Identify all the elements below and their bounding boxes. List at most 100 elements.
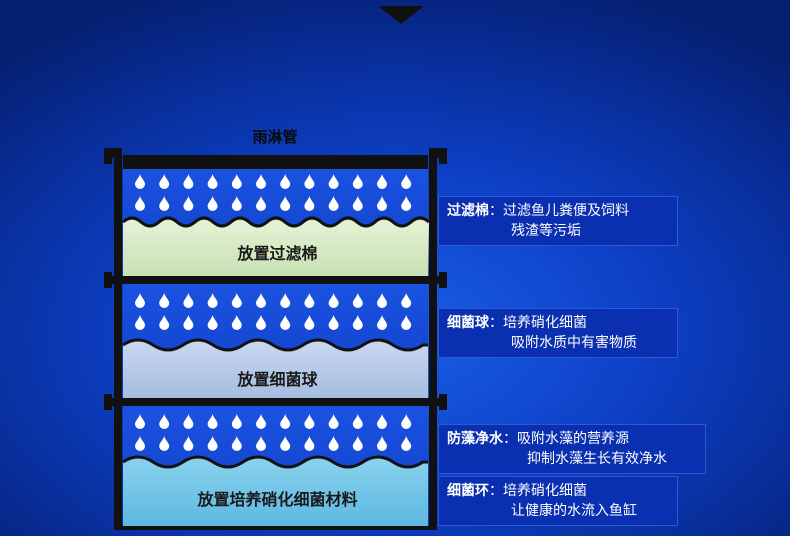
desc-sep: ： bbox=[489, 315, 503, 331]
droplet-icon bbox=[280, 436, 291, 452]
droplet-icon bbox=[183, 293, 194, 308]
droplet-icon bbox=[401, 315, 412, 330]
droplet-icon bbox=[183, 436, 194, 452]
desc-line1: 培养硝化细菌 bbox=[503, 483, 587, 499]
droplet-icon bbox=[231, 174, 242, 189]
droplet-icon bbox=[256, 174, 266, 189]
droplet-icon bbox=[377, 293, 387, 308]
water-droplets bbox=[135, 414, 412, 452]
down-arrow-icon bbox=[378, 6, 424, 24]
droplet-icon bbox=[377, 196, 387, 211]
droplet-icon bbox=[183, 174, 194, 189]
droplet-icon bbox=[231, 196, 242, 211]
droplet-icon bbox=[352, 436, 363, 452]
droplet-icon bbox=[280, 174, 291, 189]
droplet-icon bbox=[159, 414, 170, 429]
rain-pipe-label: 雨淋管 bbox=[252, 128, 298, 146]
droplet-icon bbox=[377, 174, 387, 189]
tier-3-nitrifying-media bbox=[122, 406, 428, 526]
desc-line2: 吸附水质中有害物质 bbox=[511, 335, 637, 351]
droplet-icon bbox=[159, 174, 170, 189]
droplet-icon bbox=[328, 414, 339, 429]
droplet-icon bbox=[159, 196, 170, 211]
droplet-icon bbox=[256, 196, 266, 211]
droplet-icon bbox=[328, 196, 339, 211]
description-filter-cotton: 过滤棉：过滤鱼儿粪便及饲料 残渣等污垢 bbox=[438, 196, 678, 246]
droplet-icon bbox=[207, 174, 218, 189]
droplet-icon bbox=[207, 196, 218, 211]
tier-1-label: 放置过滤棉 bbox=[237, 244, 318, 263]
droplet-icon bbox=[304, 414, 315, 429]
tier-1-filter-cotton bbox=[122, 169, 430, 277]
desc-line1: 过滤鱼儿粪便及饲料 bbox=[503, 203, 629, 219]
desc-line2: 让健康的水流入鱼缸 bbox=[511, 503, 637, 519]
droplet-icon bbox=[352, 293, 363, 308]
droplet-icon bbox=[401, 293, 412, 308]
desc-sep: ： bbox=[489, 483, 503, 499]
droplet-icon bbox=[328, 293, 339, 308]
rain-pipe-bar bbox=[123, 155, 428, 169]
desc-name: 细菌球 bbox=[447, 315, 489, 331]
droplet-icon bbox=[183, 414, 194, 429]
droplet-icon bbox=[256, 414, 266, 429]
water-droplets bbox=[135, 174, 412, 211]
droplet-icon bbox=[280, 293, 291, 308]
desc-line1: 吸附水藻的营养源 bbox=[517, 431, 629, 447]
desc-sep: ： bbox=[489, 203, 503, 219]
droplet-icon bbox=[304, 293, 315, 308]
desc-line2: 抑制水藻生长有效净水 bbox=[527, 451, 667, 467]
droplet-icon bbox=[401, 196, 412, 211]
tier-3-label: 放置培养硝化细菌材料 bbox=[197, 490, 358, 509]
droplet-icon bbox=[328, 436, 339, 452]
droplet-icon bbox=[304, 315, 315, 330]
droplet-icon bbox=[377, 414, 387, 429]
droplet-icon bbox=[135, 315, 145, 330]
droplet-icon bbox=[135, 196, 145, 211]
tier-2-bacteria-ball bbox=[122, 283, 428, 398]
droplet-icon bbox=[401, 414, 412, 429]
droplet-icon bbox=[304, 174, 315, 189]
filter-frame bbox=[104, 148, 447, 530]
description-bacteria-ring: 细菌环：培养硝化细菌 让健康的水流入鱼缸 bbox=[438, 476, 678, 526]
droplet-icon bbox=[135, 174, 145, 189]
droplet-icon bbox=[352, 414, 363, 429]
droplet-icon bbox=[183, 315, 194, 330]
droplet-icon bbox=[328, 174, 339, 189]
droplet-icon bbox=[401, 174, 412, 189]
droplet-icon bbox=[280, 414, 291, 429]
droplet-icon bbox=[159, 436, 170, 452]
desc-line1: 培养硝化细菌 bbox=[503, 315, 587, 331]
droplet-icon bbox=[328, 315, 339, 330]
desc-sep: ： bbox=[503, 431, 517, 447]
droplet-icon bbox=[280, 315, 291, 330]
droplet-icon bbox=[159, 315, 170, 330]
desc-name: 防藻净水 bbox=[447, 431, 503, 447]
droplet-icon bbox=[207, 315, 218, 330]
droplet-icon bbox=[231, 436, 242, 452]
description-algae-prevention: 防藻净水：吸附水藻的营养源 抑制水藻生长有效净水 bbox=[438, 424, 706, 474]
droplet-icon bbox=[231, 293, 242, 308]
desc-name: 过滤棉 bbox=[447, 203, 489, 219]
droplet-icon bbox=[207, 414, 218, 429]
droplet-icon bbox=[377, 315, 387, 330]
droplet-icon bbox=[304, 196, 315, 211]
droplet-icon bbox=[135, 293, 145, 308]
desc-name: 细菌环 bbox=[447, 483, 489, 499]
droplet-icon bbox=[231, 315, 242, 330]
desc-line2: 残渣等污垢 bbox=[511, 223, 581, 239]
droplet-icon bbox=[159, 293, 170, 308]
droplet-icon bbox=[304, 436, 315, 452]
droplet-icon bbox=[352, 196, 363, 211]
droplet-icon bbox=[135, 414, 145, 429]
droplet-icon bbox=[207, 293, 218, 308]
droplet-icon bbox=[183, 196, 194, 211]
droplet-icon bbox=[377, 436, 387, 451]
water-droplets bbox=[135, 293, 412, 330]
droplet-icon bbox=[352, 174, 363, 189]
droplet-icon bbox=[135, 436, 145, 451]
droplet-icon bbox=[256, 315, 266, 330]
droplet-icon bbox=[256, 293, 266, 308]
description-bacteria-ball: 细菌球：培养硝化细菌 吸附水质中有害物质 bbox=[438, 308, 678, 358]
droplet-icon bbox=[352, 315, 363, 330]
